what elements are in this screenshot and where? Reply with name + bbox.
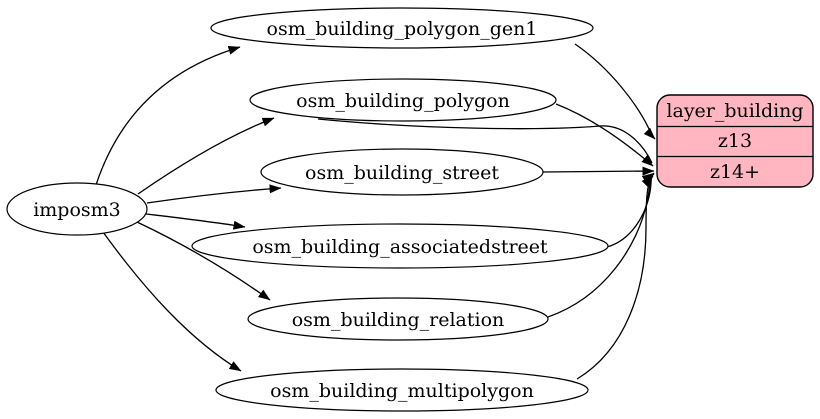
edge-osm_building_polygon-to-z14 xyxy=(317,118,653,164)
edge-osm_building_polygon_gen1-to-z13 xyxy=(574,43,656,140)
imposm3-label: imposm3 xyxy=(33,199,121,221)
edge-imposm3-to-osm_building_relation xyxy=(136,221,271,301)
imposm3-ellipse xyxy=(6,182,148,236)
layer_building-row-z13: z13 xyxy=(718,130,752,152)
edge-imposm3-to-osm_building_multipolygon xyxy=(102,231,242,372)
node-osm_building_polygon_gen1: osm_building_polygon_gen1 xyxy=(210,7,594,49)
node-osm_building_multipolygon: osm_building_multipolygon xyxy=(215,368,589,412)
edge-imposm3-to-osm_building_polygon xyxy=(137,117,275,195)
edge-osm_building_polygon-to-z14-head xyxy=(555,103,654,167)
edges-fan-out xyxy=(95,45,282,372)
osm_building_multipolygon-label: osm_building_multipolygon xyxy=(270,380,534,402)
osm_building_polygon_gen1-ellipse xyxy=(210,7,594,49)
osm_building_polygon-label: osm_building_polygon xyxy=(296,90,510,112)
layer_building-title: layer_building xyxy=(666,100,803,122)
edge-osm_building_associatedstreet-to-z14 xyxy=(606,172,655,248)
node-osm_building_polygon: osm_building_polygon xyxy=(249,78,557,122)
osm_building_polygon_gen1-label: osm_building_polygon_gen1 xyxy=(267,18,538,40)
osm_building_associatedstreet-label: osm_building_associatedstreet xyxy=(252,236,548,258)
layer_building-box xyxy=(656,94,814,188)
layer_building-row-z14: z14+ xyxy=(710,161,760,183)
osm_building_polygon-ellipse xyxy=(249,78,557,122)
osm_building_multipolygon-ellipse xyxy=(215,368,589,412)
edge-osm_building_street-to-z14 xyxy=(542,166,655,176)
osm_building_relation-ellipse xyxy=(247,297,549,341)
node-osm_building_street: osm_building_street xyxy=(260,148,544,196)
edge-imposm3-to-osm_building_street xyxy=(146,184,282,204)
node-layer_building: layer_building z13 z14+ xyxy=(656,94,814,188)
edge-imposm3-to-osm_building_polygon_gen1 xyxy=(95,45,241,186)
node-imposm3: imposm3 xyxy=(6,182,148,236)
osm_building_relation-label: osm_building_relation xyxy=(292,309,505,331)
osm_building_street-ellipse xyxy=(260,148,544,196)
edge-osm_building_multipolygon-to-z14 xyxy=(576,175,654,380)
osm_building_street-label: osm_building_street xyxy=(305,162,499,184)
edge-imposm3-to-osm_building_associatedstreet xyxy=(145,213,246,230)
node-osm_building_relation: osm_building_relation xyxy=(247,297,549,341)
node-osm_building_associatedstreet: osm_building_associatedstreet xyxy=(191,223,609,269)
edges-fan-in xyxy=(317,43,656,380)
osm_building_associatedstreet-ellipse xyxy=(191,223,609,269)
